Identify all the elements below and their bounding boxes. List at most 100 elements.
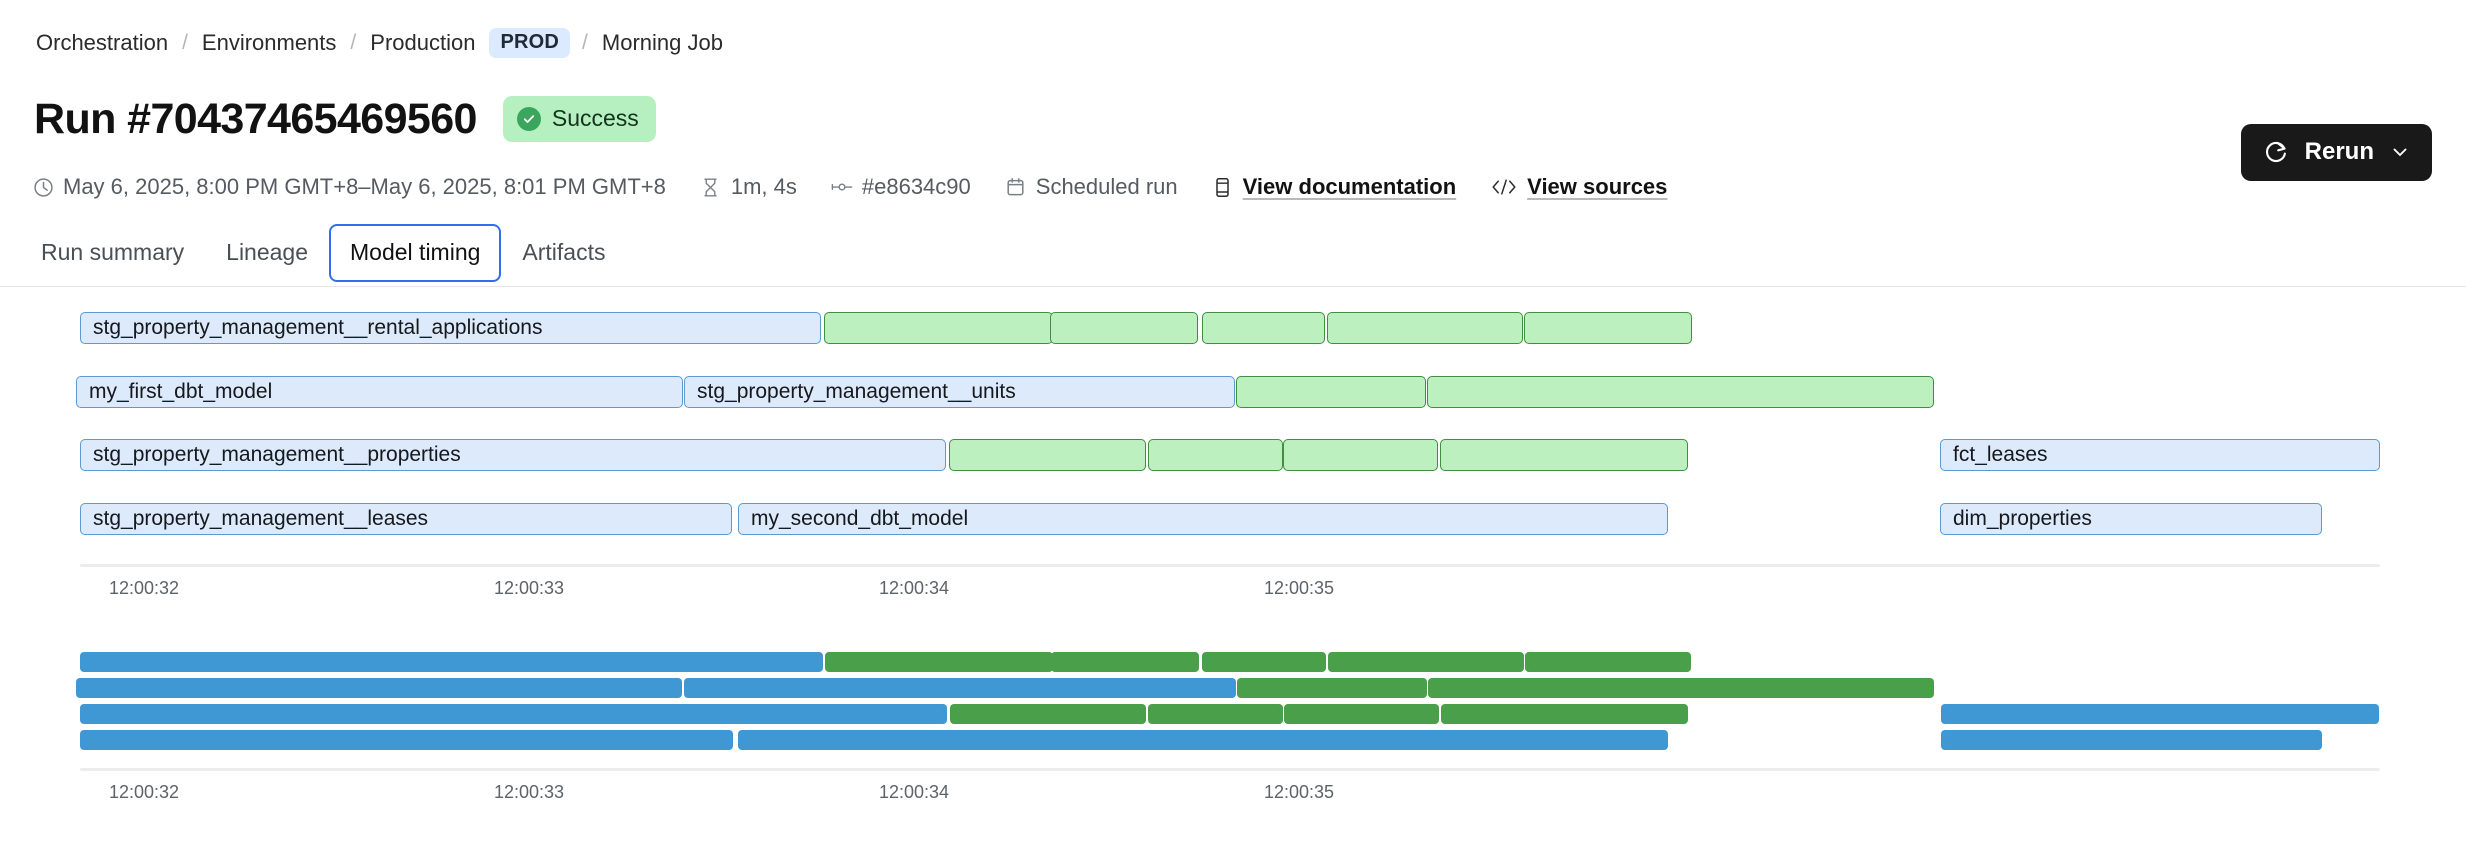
run-metadata: May 6, 2025, 8:00 PM GMT+8–May 6, 2025, … [32,174,1701,200]
overview-axis-tick-label: 12:00:34 [878,782,950,802]
overview-bar-segment[interactable] [1148,704,1283,724]
breadcrumb-item-orchestration[interactable]: Orchestration [36,30,169,55]
tab-bar-divider [0,286,2466,287]
overview-bar-segment[interactable] [1525,652,1691,672]
breadcrumb-separator: / [582,31,588,54]
gantt-bar-stg_property_management__leases[interactable]: stg_property_management__leases [80,503,732,535]
overview-bar-segment[interactable] [684,678,1236,698]
gantt-bar-segment[interactable] [1283,439,1438,471]
view-documentation-link[interactable]: View documentation [1212,174,1456,200]
status-badge-label: Success [551,105,639,131]
overview-bar-segment[interactable] [950,704,1146,724]
gantt-row: stg_property_management__leases my_second… [0,503,2466,535]
chevron-down-icon[interactable] [2390,142,2410,162]
view-sources-link[interactable]: View sources [1490,174,1667,200]
gantt-row: stg_property_management__rental_applicat… [0,312,2466,344]
breadcrumb: Orchestration / Environments / Production PRO… [34,28,725,58]
gantt-bar-segment[interactable] [1327,312,1523,344]
gantt-bar-label: fct_leases [1953,443,2048,466]
tab-artifacts[interactable]: Artifacts [522,239,606,265]
gantt-bar-label: my_first_dbt_model [89,380,273,403]
gantt-axis-tick-label: 12:00:33 [493,578,565,598]
gantt-bar-label: stg_property_management__units [697,380,1016,403]
gantt-bar-segment[interactable] [1202,312,1325,344]
meta-duration-text: 1m, 4s [730,174,797,199]
gantt-axis-rule [80,564,2380,567]
breadcrumb-item-production[interactable]: Production [370,30,476,55]
gantt-bar-segment[interactable] [949,439,1146,471]
overview-bar-segment[interactable] [825,652,1053,672]
breadcrumb-badge-prod: PROD [489,28,571,58]
gantt-row: stg_property_management__properties fct_l… [0,439,2466,471]
rerun-button[interactable]: Rerun [2240,124,2432,181]
overview-bar-segment[interactable] [1441,704,1688,724]
overview-axis-rule [80,768,2380,771]
book-icon [1212,176,1234,198]
gantt-row: my_first_dbt_model stg_property_managemen… [0,376,2466,408]
tab-model-timing[interactable]: Model timing [329,224,502,282]
overview-bar-segment[interactable] [738,730,1668,750]
gantt-bar-label: dim_properties [1953,507,2092,530]
gantt-bar-label: my_second_dbt_model [751,507,969,530]
gantt-bar-my_first_dbt_model[interactable]: my_first_dbt_model [76,376,683,408]
meta-duration: 1m, 4s [700,174,797,200]
gantt-axis-tick-label: 12:00:35 [1263,578,1335,598]
tab-lineage[interactable]: Lineage [226,239,309,265]
gantt-bar-stg_property_management__units[interactable]: stg_property_management__units [684,376,1235,408]
calendar-icon [1005,176,1027,198]
breadcrumb-item-environments[interactable]: Environments [201,30,337,55]
overview-bar-segment[interactable] [1284,704,1439,724]
overview-axis-tick-label: 12:00:32 [108,782,180,802]
breadcrumb-item-morning-job[interactable]: Morning Job [601,30,723,55]
tab-run-summary[interactable]: Run summary [41,239,185,265]
overview-bar-segment[interactable] [1428,678,1934,698]
overview-bar-segment[interactable] [1237,678,1427,698]
gantt-bar-segment[interactable] [1050,312,1198,344]
gantt-bar-segment[interactable] [1524,312,1692,344]
breadcrumb-separator: / [182,31,188,54]
overview-row [0,730,2466,750]
title-row: Run #70437465469560 Success [34,96,656,142]
refresh-icon [2263,139,2289,165]
overview-bar-segment[interactable] [1202,652,1326,672]
gantt-bar-label: stg_property_management__leases [93,507,429,530]
rerun-button-label: Rerun [2304,138,2374,165]
git-commit-icon [831,176,853,198]
status-badge: Success [502,96,656,142]
meta-commit-text: #e8634c90 [861,174,971,199]
overview-bar-segment[interactable] [80,730,733,750]
clock-icon [32,176,54,198]
gantt-bar-dim_properties[interactable]: dim_properties [1940,503,2322,535]
meta-commit: #e8634c90 [831,174,971,200]
overview-bar-segment[interactable] [1941,704,2379,724]
gantt-bar-segment[interactable] [824,312,1053,344]
gantt-bar-segment[interactable] [1148,439,1283,471]
gantt-axis-tick-label: 12:00:32 [108,578,180,598]
overview-row [0,678,2466,698]
overview-bar-segment[interactable] [1941,730,2322,750]
check-circle-icon [516,106,541,131]
overview-bar-segment[interactable] [76,678,682,698]
overview-bar-segment[interactable] [80,652,823,672]
gantt-bar-stg_property_management__rental_applications[interactable]: stg_property_management__rental_applicat… [80,312,821,344]
page-title: Run #70437465469560 [34,94,477,143]
breadcrumb-separator: / [350,31,357,54]
meta-timerange: May 6, 2025, 8:00 PM GMT+8–May 6, 2025, … [32,174,666,200]
view-sources-label: View sources [1527,174,1668,199]
overview-bar-segment[interactable] [1051,652,1199,672]
overview-bar-segment[interactable] [1328,652,1524,672]
overview-row [0,704,2466,724]
gantt-bar-stg_property_management__properties[interactable]: stg_property_management__properties [80,439,946,471]
code-icon [1490,176,1518,198]
gantt-axis-tick-label: 12:00:34 [878,578,950,598]
gantt-bar-segment[interactable] [1236,376,1426,408]
model-timing-gantt[interactable]: stg_property_management__rental_applicat… [0,300,2466,598]
gantt-bar-label: stg_property_management__rental_applicat… [93,316,543,339]
gantt-bar-segment[interactable] [1440,439,1688,471]
gantt-bar-fct_leases[interactable]: fct_leases [1940,439,2380,471]
gantt-bar-my_second_dbt_model[interactable]: my_second_dbt_model [738,503,1668,535]
hourglass-icon [700,176,722,198]
gantt-bar-segment[interactable] [1427,376,1934,408]
overview-bar-segment[interactable] [80,704,947,724]
